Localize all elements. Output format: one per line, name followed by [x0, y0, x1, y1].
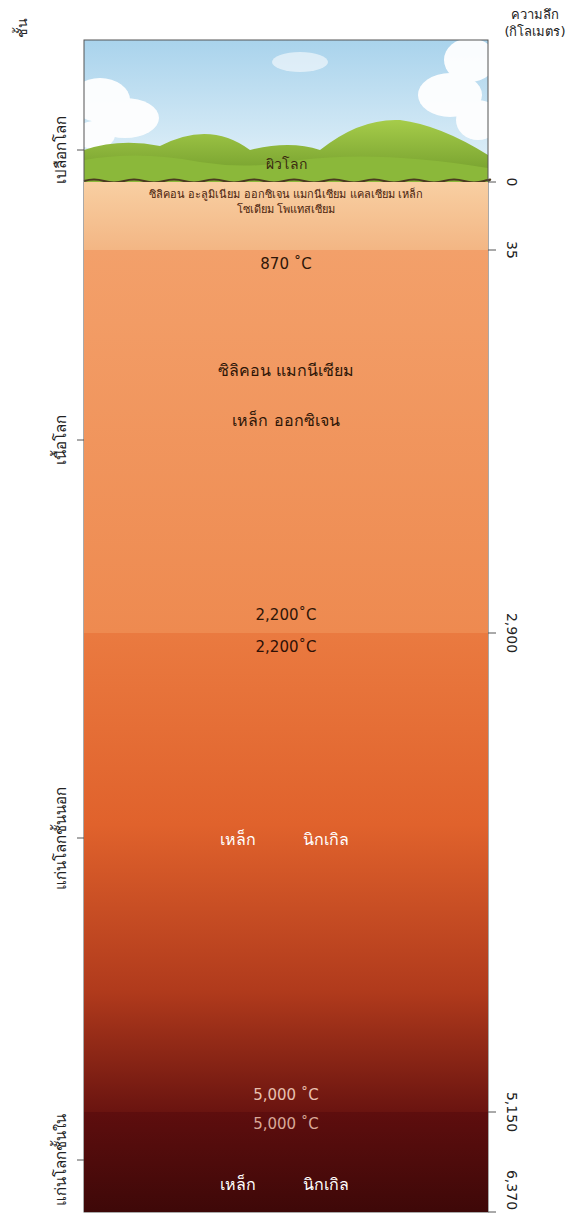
layer-text: เหล็ก — [220, 829, 256, 851]
layer-text: นิกเกิล — [303, 1174, 349, 1196]
layer-text: เหล็ก ออกซิเจน — [232, 410, 339, 432]
surface-label: ผิวโลก — [266, 155, 307, 173]
foothills — [84, 155, 488, 182]
mantle-band: 870 ˚C ซิลิคอน แมกนีเซียมเหล็ก ออกซิเจน 2,… — [84, 250, 488, 633]
layer-text: 870 ˚C — [260, 254, 311, 274]
depth-value: 2,900 — [503, 613, 521, 653]
inner-core-band: 5,000 ˚C เหล็ก นิกเกิล — [84, 1112, 488, 1212]
layer-text: 2,200˚C — [256, 605, 317, 625]
layer-name: เปลือกโลก — [52, 116, 72, 184]
depth-value: 6,370 — [503, 1170, 521, 1210]
layer-name: แก่นโลกชั้นใน — [52, 1114, 72, 1206]
layer-text: นิกเกิล — [303, 829, 349, 851]
column-frame — [84, 40, 488, 1212]
outer-core-band: 2,200˚C เหล็ก นิกเกิล 5,000 ˚C — [84, 633, 488, 1112]
layer-text: 2,200˚C — [256, 637, 317, 657]
element-list: ซิลิคอน อะลูมิเนียม ออกซิเจน แมกนีเซียม … — [136, 188, 436, 218]
depth-value: 5,150 — [503, 1092, 521, 1132]
axis-ticks — [77, 150, 496, 1212]
depth-value: 35 — [503, 241, 521, 259]
mountains — [84, 120, 488, 182]
depth-value: 0 — [503, 178, 521, 187]
layer-text: 5,000 ˚C — [253, 1114, 319, 1134]
layer-name: แก่นโลกชั้นนอก — [52, 787, 72, 890]
layer-heading: ชั้น — [13, 18, 31, 38]
sky — [84, 40, 488, 182]
layer-text: ซิลิคอน แมกนีเซียม — [218, 360, 354, 382]
depth-heading: ความลึก (กิโลเมตร) — [490, 7, 580, 41]
layer-text: เหล็ก — [220, 1174, 256, 1196]
layer-text: 5,000 ˚C — [253, 1085, 319, 1105]
crust-band: ซิลิคอน อะลูมิเนียม ออกซิเจน แมกนีเซียม … — [84, 182, 488, 250]
layer-name: เนื้อโลก — [52, 415, 72, 465]
